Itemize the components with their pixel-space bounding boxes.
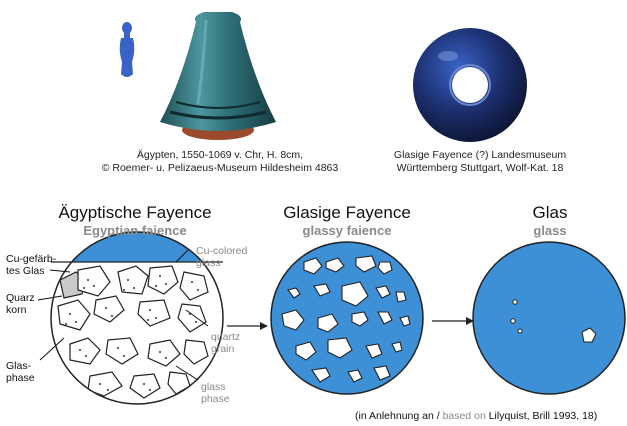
faience-bead-photo [413, 28, 527, 142]
arrow-right-icon [432, 317, 474, 325]
glassy-faience-diagram [271, 242, 423, 394]
bell-caption: Ägypten, 1550-1069 v. Chr, H. 8cm, © Roe… [70, 149, 370, 175]
blue-figurine-icon [120, 22, 135, 77]
label-cu-colored-glass-en: Cu-colored glass [196, 245, 247, 269]
panel-title: Ägyptische Fayence [20, 203, 250, 223]
bell-caption-line-1: Ägypten, 1550-1069 v. Chr, H. 8cm, [70, 149, 370, 162]
glass-diagram [473, 242, 625, 394]
panel-egyptian-faience-heading: Ägyptische Fayence Egyptian faience [20, 203, 250, 238]
panel-subtitle: glassy faience [262, 223, 432, 238]
label-glass-phase-de: Glas- phase [6, 360, 35, 384]
panel-glass-heading: Glas glass [490, 203, 610, 238]
label-cu-colored-glass-de: Cu-gefärb- tes Glas [6, 253, 56, 277]
bell-caption-line-2: © Roemer- u. Pelizaeus-Museum Hildesheim… [70, 162, 370, 175]
bead-caption-line-2: Württemberg Stuttgart, Wolf-Kat. 18 [360, 162, 600, 175]
arrow-right-icon [227, 322, 268, 330]
label-quartz-grain-de: Quarz korn [6, 292, 35, 316]
panel-subtitle: Egyptian faience [20, 223, 250, 238]
source-credit: (in Anlehnung an / based on Lilyquist, B… [355, 410, 597, 422]
label-quartz-grain-en: quartz grain [211, 331, 240, 355]
bead-caption-line-1: Glasige Fayence (?) Landesmuseum [360, 149, 600, 162]
panel-title: Glasige Fayence [262, 203, 432, 223]
panel-title: Glas [490, 203, 610, 223]
bead-caption: Glasige Fayence (?) Landesmuseum Württem… [360, 149, 600, 175]
panel-glassy-faience-heading: Glasige Fayence glassy faience [262, 203, 432, 238]
panel-subtitle: glass [490, 223, 610, 238]
faience-bell-photo [160, 12, 276, 140]
label-glass-phase-en: glass phase [201, 381, 230, 405]
